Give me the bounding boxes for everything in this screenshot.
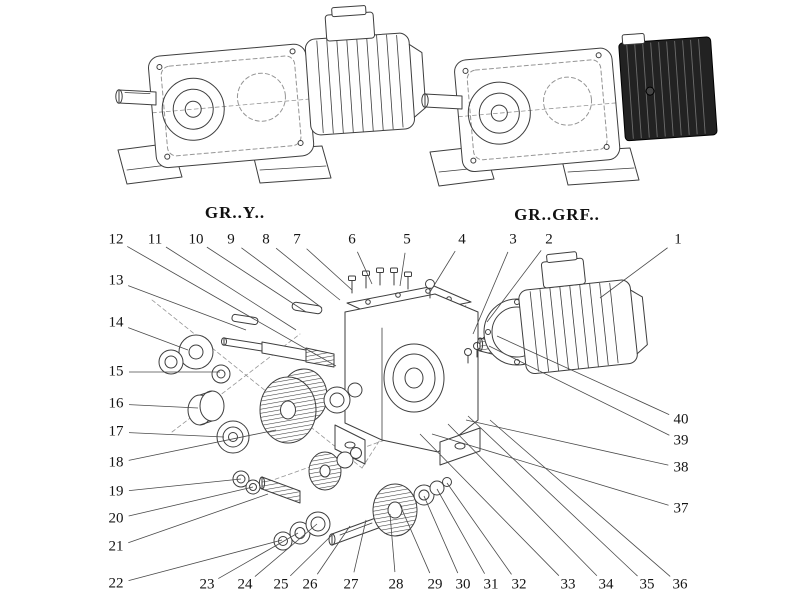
leader-line-4	[429, 250, 456, 293]
leader-line-30	[423, 495, 459, 574]
input-shaft-assembly	[158, 301, 335, 384]
callout-27: 27	[343, 576, 359, 593]
leader-line-6	[357, 251, 373, 285]
leader-line-14	[128, 327, 189, 351]
callout-25: 25	[273, 576, 289, 593]
pinion-shaft-cluster	[232, 447, 362, 504]
leader-line-20	[128, 486, 254, 517]
leader-line-26	[316, 525, 351, 575]
callout-10: 10	[188, 231, 204, 248]
leader-line-7	[306, 248, 353, 291]
callout-1: 1	[674, 231, 682, 248]
callout-20: 20	[108, 510, 124, 527]
leader-line-17	[128, 432, 225, 438]
callout-9: 9	[227, 231, 235, 248]
callout-40: 40	[673, 411, 689, 428]
leader-line-5	[399, 252, 406, 287]
callout-22: 22	[108, 575, 124, 592]
callout-30: 30	[455, 576, 471, 593]
leader-line-13	[128, 285, 247, 331]
leader-line-32	[446, 482, 512, 575]
leader-line-21	[128, 493, 269, 544]
leader-line-10	[206, 246, 307, 313]
callout-8: 8	[262, 231, 270, 248]
variant-label-gr-y: GR..Y..	[204, 203, 266, 222]
callout-7: 7	[293, 231, 301, 248]
intermediate-gear-cluster	[187, 368, 363, 454]
callout-23: 23	[199, 576, 215, 593]
callout-31: 31	[483, 576, 499, 593]
callout-11: 11	[147, 231, 163, 248]
callout-5: 5	[403, 231, 411, 248]
callout-36: 36	[672, 576, 688, 593]
assembled-gearmotor-gr-y-drawing	[115, 5, 427, 185]
callout-3: 3	[509, 231, 517, 248]
leader-line-36	[489, 419, 671, 577]
leader-line-12	[127, 246, 337, 367]
leader-line-24	[254, 523, 318, 577]
leader-line-33	[419, 433, 560, 576]
callout-4: 4	[458, 231, 466, 248]
exploded-motor	[476, 251, 648, 375]
cover-bolts	[348, 267, 435, 299]
callout-29: 29	[427, 576, 443, 593]
callout-38: 38	[673, 459, 689, 476]
callout-21: 21	[108, 538, 124, 555]
gear-housing	[334, 285, 481, 466]
callout-2: 2	[545, 231, 553, 248]
assembled-gearmotor-gr-grf-drawing	[421, 33, 718, 187]
callout-12: 12	[108, 231, 124, 248]
callout-6: 6	[348, 231, 356, 248]
callout-19: 19	[108, 483, 124, 500]
callout-34: 34	[598, 576, 614, 593]
leader-line-19	[128, 478, 242, 492]
callout-32: 32	[511, 576, 527, 593]
callout-17: 17	[108, 423, 124, 440]
leader-line-16	[128, 404, 199, 409]
leader-line-23	[218, 532, 299, 579]
callout-16: 16	[108, 395, 124, 412]
callout-37: 37	[673, 500, 689, 517]
leader-line-29	[399, 504, 431, 574]
leader-line-9	[241, 247, 323, 309]
output-shaft-assembly	[273, 477, 452, 551]
callout-28: 28	[388, 576, 404, 593]
callout-35: 35	[639, 576, 655, 593]
leader-line-28	[389, 513, 396, 573]
leader-line-8	[275, 247, 341, 301]
leader-line-40	[496, 335, 670, 415]
leader-line-3	[472, 251, 509, 335]
callout-14: 14	[108, 314, 124, 331]
callout-18: 18	[108, 454, 124, 471]
leader-line-37	[431, 433, 669, 506]
callout-26: 26	[302, 576, 318, 593]
leader-line-35	[467, 415, 638, 577]
leader-line-2	[486, 250, 542, 323]
leader-line-18	[128, 429, 277, 461]
leader-line-27	[353, 519, 367, 573]
leader-lines	[127, 246, 671, 582]
leader-line-25	[290, 533, 334, 577]
leader-line-39	[488, 345, 670, 436]
leader-line-22	[128, 539, 283, 582]
leader-line-34	[447, 423, 598, 577]
callout-39: 39	[673, 432, 689, 449]
callout-15: 15	[108, 363, 124, 380]
callout-13: 13	[108, 272, 124, 289]
exploded-view	[151, 251, 648, 551]
callout-33: 33	[560, 576, 576, 593]
leader-line-1	[599, 247, 668, 299]
leader-line-31	[436, 488, 485, 574]
callout-24: 24	[237, 576, 253, 593]
leader-line-38	[465, 419, 669, 466]
leader-line-11	[165, 246, 297, 331]
variant-label-gr-grf: GR..GRF..	[514, 205, 600, 224]
